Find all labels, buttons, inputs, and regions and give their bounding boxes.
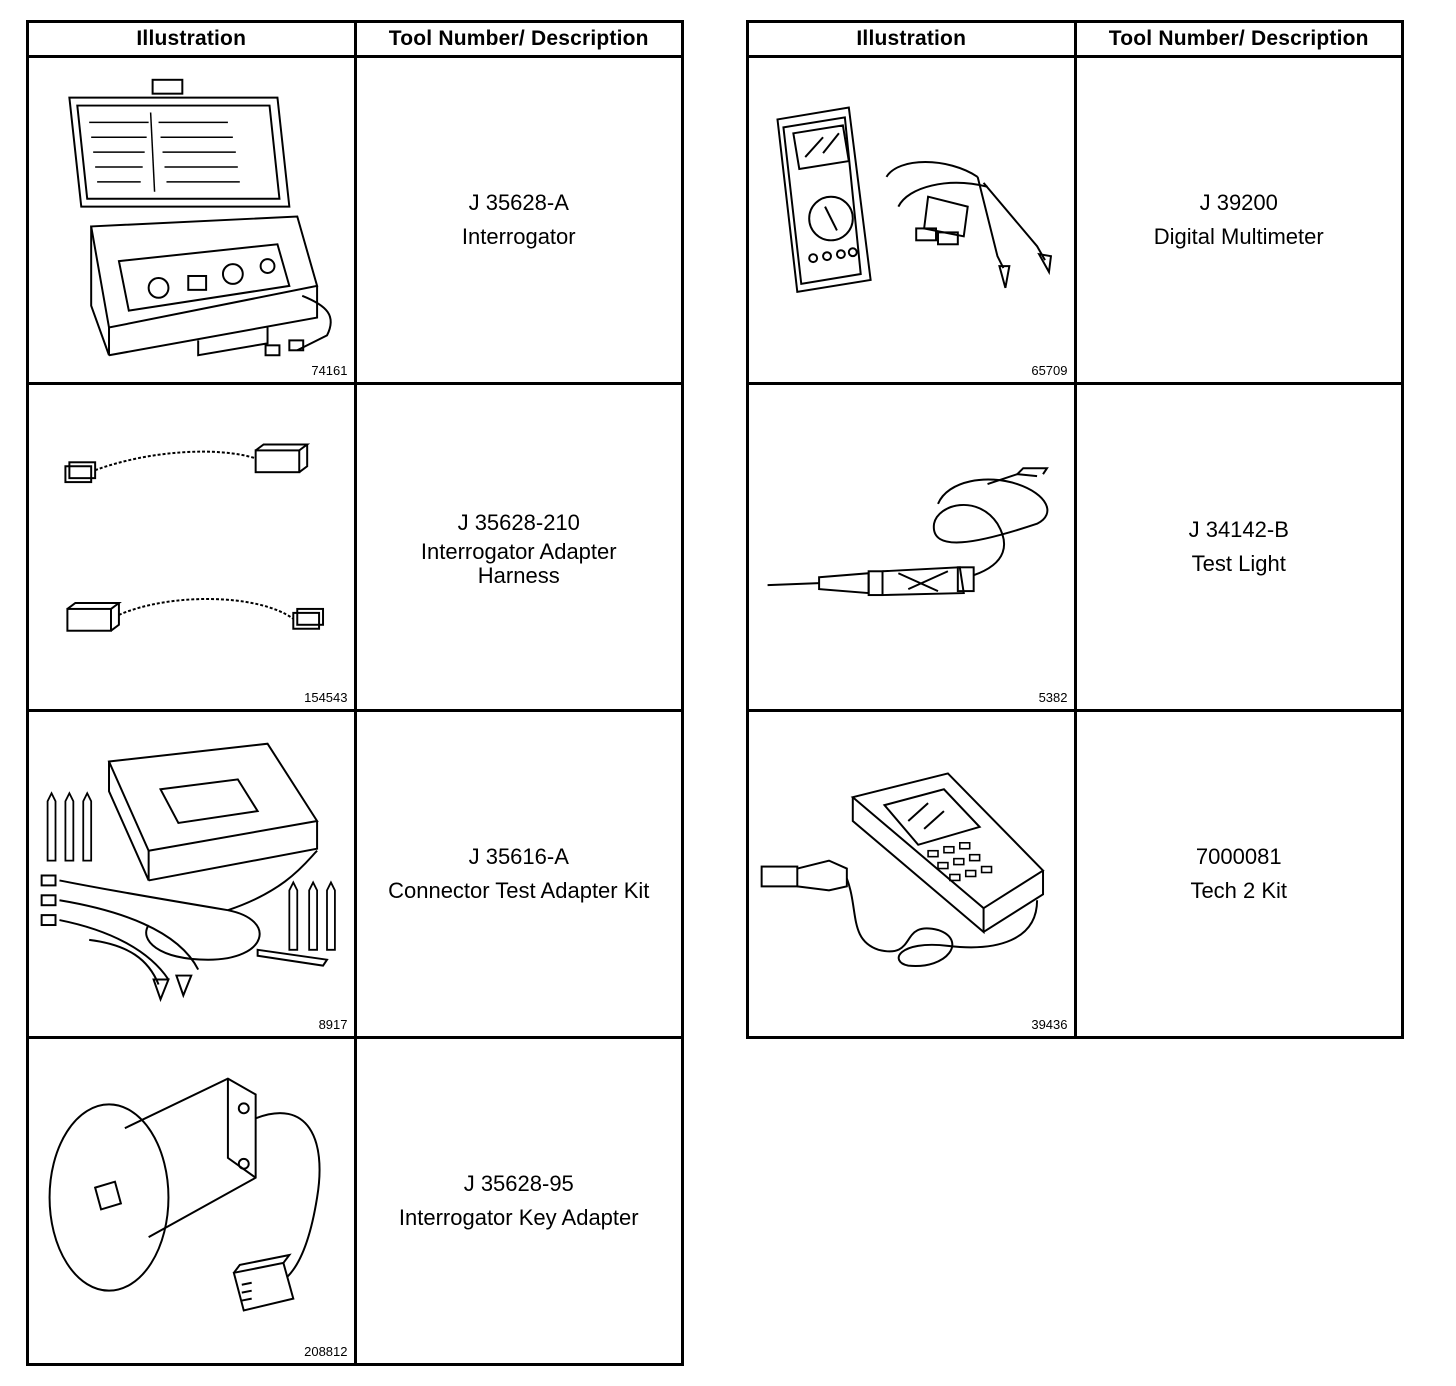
figure-number: 39436 [1031,1017,1068,1032]
table-row: 208812 J 35628-95 Interrogator Key Adapt… [26,1036,684,1366]
figure-number: 8917 [318,1017,348,1032]
tool-table-left: Illustration Tool Number/ Description [26,20,684,1366]
adapter-harness-icon [64,443,325,632]
tech2-scanner-icon [760,772,1045,967]
multimeter-icon [776,106,1053,293]
tool-number: J 34142-B [1188,517,1289,542]
tool-number: J 35616-A [468,844,569,869]
interrogator-case-icon [68,78,332,357]
tool-number: 7000081 [1195,844,1282,869]
table-header-row: Illustration Tool Number/ Description [26,20,684,58]
figure-number: 74161 [311,363,348,378]
tool-table-right: Illustration Tool Number/ Description 65… [746,20,1404,1039]
column-header-illustration: Illustration [746,20,1077,58]
tool-description-cell: J 39200 Digital Multimeter [1073,55,1404,385]
tool-description: Interrogator [461,224,576,249]
test-light-icon [767,467,1049,597]
table-header-row: Illustration Tool Number/ Description [746,20,1404,58]
figure-number: 5382 [1038,690,1068,705]
figure-number: 154543 [304,690,348,705]
illustration-cell: 65709 [746,55,1077,385]
tool-description: Interrogator Key Adapter [398,1205,639,1230]
column-header-illustration: Illustration [26,20,357,58]
key-adapter-icon [48,1077,321,1312]
tool-description-cell: J 35628-95 Interrogator Key Adapter [353,1036,684,1366]
figure-number: 208812 [304,1344,348,1359]
table-row: 8917 J 35616-A Connector Test Adapter Ki… [26,709,684,1039]
tool-description-cell: 7000081 Tech 2 Kit [1073,709,1404,1039]
tool-description: Test Light [1191,551,1286,576]
table-row: 65709 J 39200 Digital Multimeter [746,55,1404,385]
connector-test-kit-icon [40,742,336,1003]
illustration-cell: 208812 [26,1036,357,1366]
table-row: 5382 J 34142-B Test Light [746,382,1404,712]
tool-description: Tech 2 Kit [1190,878,1288,903]
illustration-cell: 39436 [746,709,1077,1039]
illustration-cell: 5382 [746,382,1077,712]
illustration-cell: 154543 [26,382,357,712]
table-row: 74161 J 35628-A Interrogator [26,55,684,385]
tool-number: J 35628-95 [463,1171,574,1196]
tool-number: J 35628-A [468,190,569,215]
illustration-cell: 74161 [26,55,357,385]
tool-number: J 39200 [1199,190,1278,215]
table-row: 154543 J 35628-210 Interrogator Adapter … [26,382,684,712]
tool-description-cell: J 35628-A Interrogator [353,55,684,385]
tool-description: Interrogator Adapter Harness [420,539,617,588]
tool-description-cell: J 35616-A Connector Test Adapter Kit [353,709,684,1039]
column-header-tool: Tool Number/ Description [1073,20,1404,58]
tool-description: Digital Multimeter [1153,224,1324,249]
tool-description-cell: J 34142-B Test Light [1073,382,1404,712]
tool-description: Connector Test Adapter Kit [388,878,650,903]
column-header-tool: Tool Number/ Description [353,20,684,58]
figure-number: 65709 [1031,363,1068,378]
tool-number: J 35628-210 [457,510,580,535]
tool-description-cell: J 35628-210 Interrogator Adapter Harness [353,382,684,712]
illustration-cell: 8917 [26,709,357,1039]
table-row: 39436 7000081 Tech 2 Kit [746,709,1404,1039]
